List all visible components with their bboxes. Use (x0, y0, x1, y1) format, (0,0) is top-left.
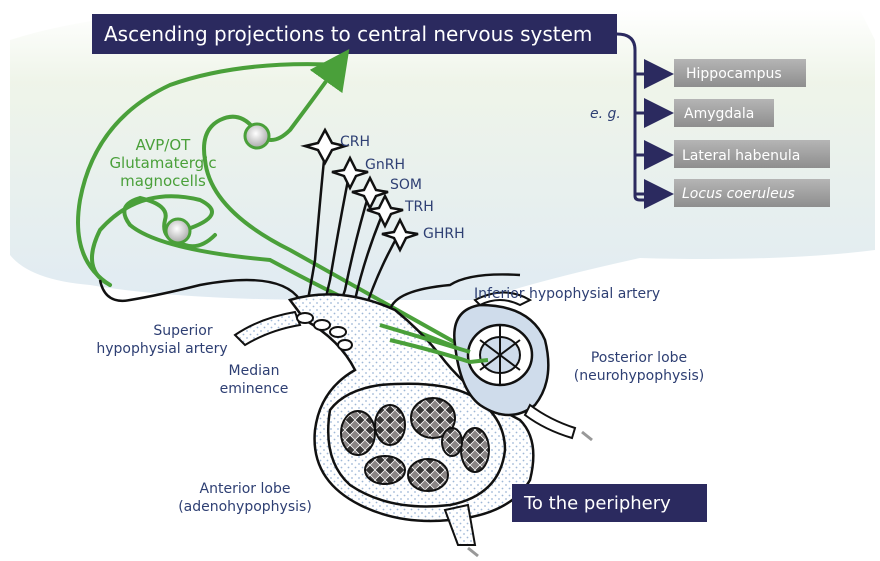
anterior-cell-cluster-4 (461, 428, 489, 472)
header-title: Ascending projections to central nervous… (104, 22, 592, 46)
magnocell-soma-lower (166, 219, 190, 243)
svg-text:Locus coeruleus: Locus coeruleus (682, 186, 795, 202)
hormone-crh: CRH (340, 134, 370, 150)
median-eminence-label-2: eminence (220, 381, 289, 397)
periphery-box: To the periphery (512, 484, 707, 522)
posterior-lobe-label-2: (neurohypophysis) (574, 368, 704, 384)
superior-artery-label-2: hypophysial artery (96, 341, 227, 357)
posterior-lobe-label-1: Posterior lobe (591, 350, 687, 366)
inferior-artery-label: Inferior hypophysial artery (474, 286, 660, 302)
svg-text:magnocells: magnocells (120, 172, 206, 190)
target-lateral-habenula: Lateral habenula (674, 140, 830, 168)
anterior-cell-cluster-1 (341, 411, 375, 455)
median-eminence-label-1: Median (229, 363, 280, 379)
anterior-cell-cluster-5 (365, 456, 405, 484)
svg-text:AVP/OT: AVP/OT (136, 136, 191, 154)
header-banner: Ascending projections to central nervous… (92, 14, 617, 54)
superior-artery-vessel (235, 312, 300, 345)
svg-text:Glutamatergic: Glutamatergic (109, 154, 216, 172)
periphery-label: To the periphery (523, 493, 671, 514)
svg-text:Amygdala: Amygdala (684, 106, 754, 122)
anterior-cell-cluster-2 (375, 405, 405, 445)
svg-text:Lateral habenula: Lateral habenula (682, 148, 800, 164)
hormone-gnrh: GnRH (365, 157, 405, 173)
anterior-cell-cluster-6 (408, 459, 448, 491)
magnocell-soma-upper (245, 124, 269, 148)
target-amygdala: Amygdala (674, 99, 774, 127)
eg-label: e. g. (590, 106, 621, 122)
hormone-ghrh: GHRH (423, 226, 465, 242)
posterior-outflow-vessel (525, 405, 575, 438)
hormone-som: SOM (390, 177, 422, 193)
hormone-trh: TRH (404, 199, 434, 215)
anterior-lobe-label-2: (adenohypophysis) (178, 499, 312, 515)
svg-text:Hippocampus: Hippocampus (686, 66, 782, 82)
superior-artery-label-1: Superior (153, 323, 212, 339)
anterior-cell-cluster-7 (442, 428, 462, 456)
target-locus-coeruleus: Locus coeruleus (674, 179, 830, 207)
target-hippocampus: Hippocampus (674, 59, 806, 87)
anterior-lobe-label-1: Anterior lobe (200, 481, 291, 497)
